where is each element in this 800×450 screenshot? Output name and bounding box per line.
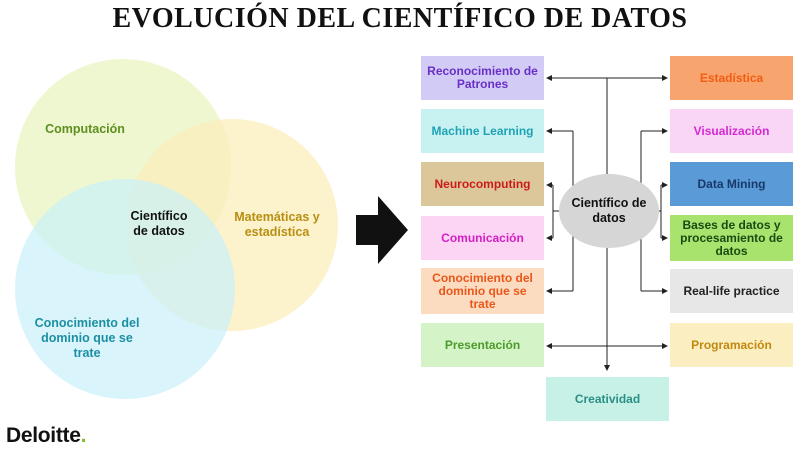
box-reconocimiento: Reconocimiento de Patrones [421,56,544,100]
box-presentacion: Presentación [421,323,544,367]
box-programacion: Programación [670,323,793,367]
box-bases-datos: Bases de datos y procesamiento de datos [670,215,793,261]
box-visualizacion: Visualización [670,109,793,153]
logo-dot: . [80,424,87,447]
box-neurocomputing: Neurocomputing [421,162,544,206]
page-title: EVOLUCIÓN DEL CIENTÍFICO DE DATOS [112,3,688,34]
venn-label-matematicas: Matemáticas y estadística [234,210,320,239]
box-real-life: Real-life practice [670,269,793,313]
venn-label-conocimiento: Conocimiento del dominio que se trate [34,316,140,360]
deloitte-logo: Deloitte. [6,424,86,448]
box-data-mining: Data Mining [670,162,793,206]
box-comunicacion: Comunicación [421,216,544,260]
box-estadistica: Estadística [670,56,793,100]
box-creatividad: Creatividad [546,377,669,421]
venn-circle-conocimiento [15,179,235,399]
box-machine-learning: Machine Learning [421,109,544,153]
box-conocimiento-dominio: Conocimiento del dominio que se trate [421,268,544,314]
venn-label-centro: Científico de datos [130,209,188,238]
hub-cientifico-datos: Científico de datos [559,174,659,248]
logo-text: Deloitte [6,424,81,447]
venn-label-computacion: Computación [45,122,125,136]
